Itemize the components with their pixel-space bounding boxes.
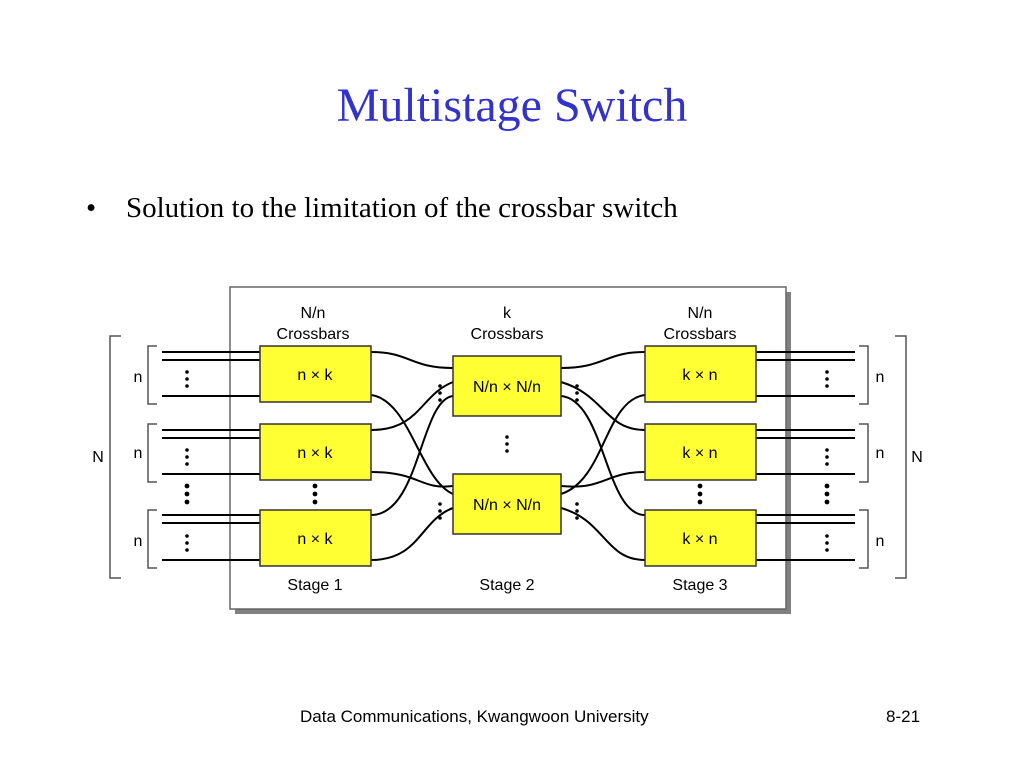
stage2-header-line2: Crossbars xyxy=(471,326,544,343)
ellipsis-dots xyxy=(184,370,830,552)
stage1-header-line2: Crossbars xyxy=(277,326,350,343)
stage2-header-line1: k xyxy=(503,305,512,322)
stage1-header-line1: N/n xyxy=(301,305,326,322)
stage3-header-line1: N/n xyxy=(688,305,713,322)
stage3-label: Stage 3 xyxy=(672,577,727,594)
stage1-box-label: n × k xyxy=(297,445,333,462)
stage2-box-label: N/n × N/n xyxy=(473,497,541,514)
io-lines xyxy=(162,351,855,561)
stage3-header-line2: Crossbars xyxy=(664,326,737,343)
stage1-label: Stage 1 xyxy=(287,577,342,594)
stage3-box-label: k × n xyxy=(682,367,717,384)
stage2-box xyxy=(452,355,562,417)
slide-title: Multistage Switch xyxy=(336,79,688,132)
stage2-crossbars: N/n × N/n N/n × N/n xyxy=(452,355,562,535)
footer-text: Data Communications, Kwangwoon Universit… xyxy=(300,707,649,726)
stage1-box xyxy=(259,345,372,403)
stage1-box xyxy=(259,509,372,567)
group-brackets xyxy=(109,335,907,579)
stage3-box-label: k × n xyxy=(682,531,717,548)
bullet-text: Solution to the limitation of the crossb… xyxy=(126,192,678,224)
stage2-label: Stage 2 xyxy=(479,577,534,594)
stage1-box-label: n × k xyxy=(297,531,333,548)
input-total-label: N xyxy=(92,449,104,466)
output-group-label: n xyxy=(876,533,885,550)
stage3-box xyxy=(644,345,757,403)
interstage-links xyxy=(370,351,646,561)
stage3-crossbars: k × n k × n k × n xyxy=(644,345,757,567)
input-group-label: n xyxy=(134,445,143,462)
stage2-box-label: N/n × N/n xyxy=(473,379,541,396)
input-group-label: n xyxy=(134,369,143,386)
stage2-box xyxy=(452,473,562,535)
stage3-box xyxy=(644,509,757,567)
stage3-box xyxy=(644,423,757,481)
bullet-icon: • xyxy=(86,192,97,224)
stage3-box-label: k × n xyxy=(682,445,717,462)
stage1-box xyxy=(259,423,372,481)
output-total-label: N xyxy=(911,449,923,466)
input-group-label: n xyxy=(134,533,143,550)
slide-number: 8-21 xyxy=(886,707,921,726)
output-group-label: n xyxy=(876,445,885,462)
output-group-label: n xyxy=(876,369,885,386)
stage1-crossbars: n × k n × k n × k xyxy=(259,345,372,567)
stage1-box-label: n × k xyxy=(297,367,333,384)
